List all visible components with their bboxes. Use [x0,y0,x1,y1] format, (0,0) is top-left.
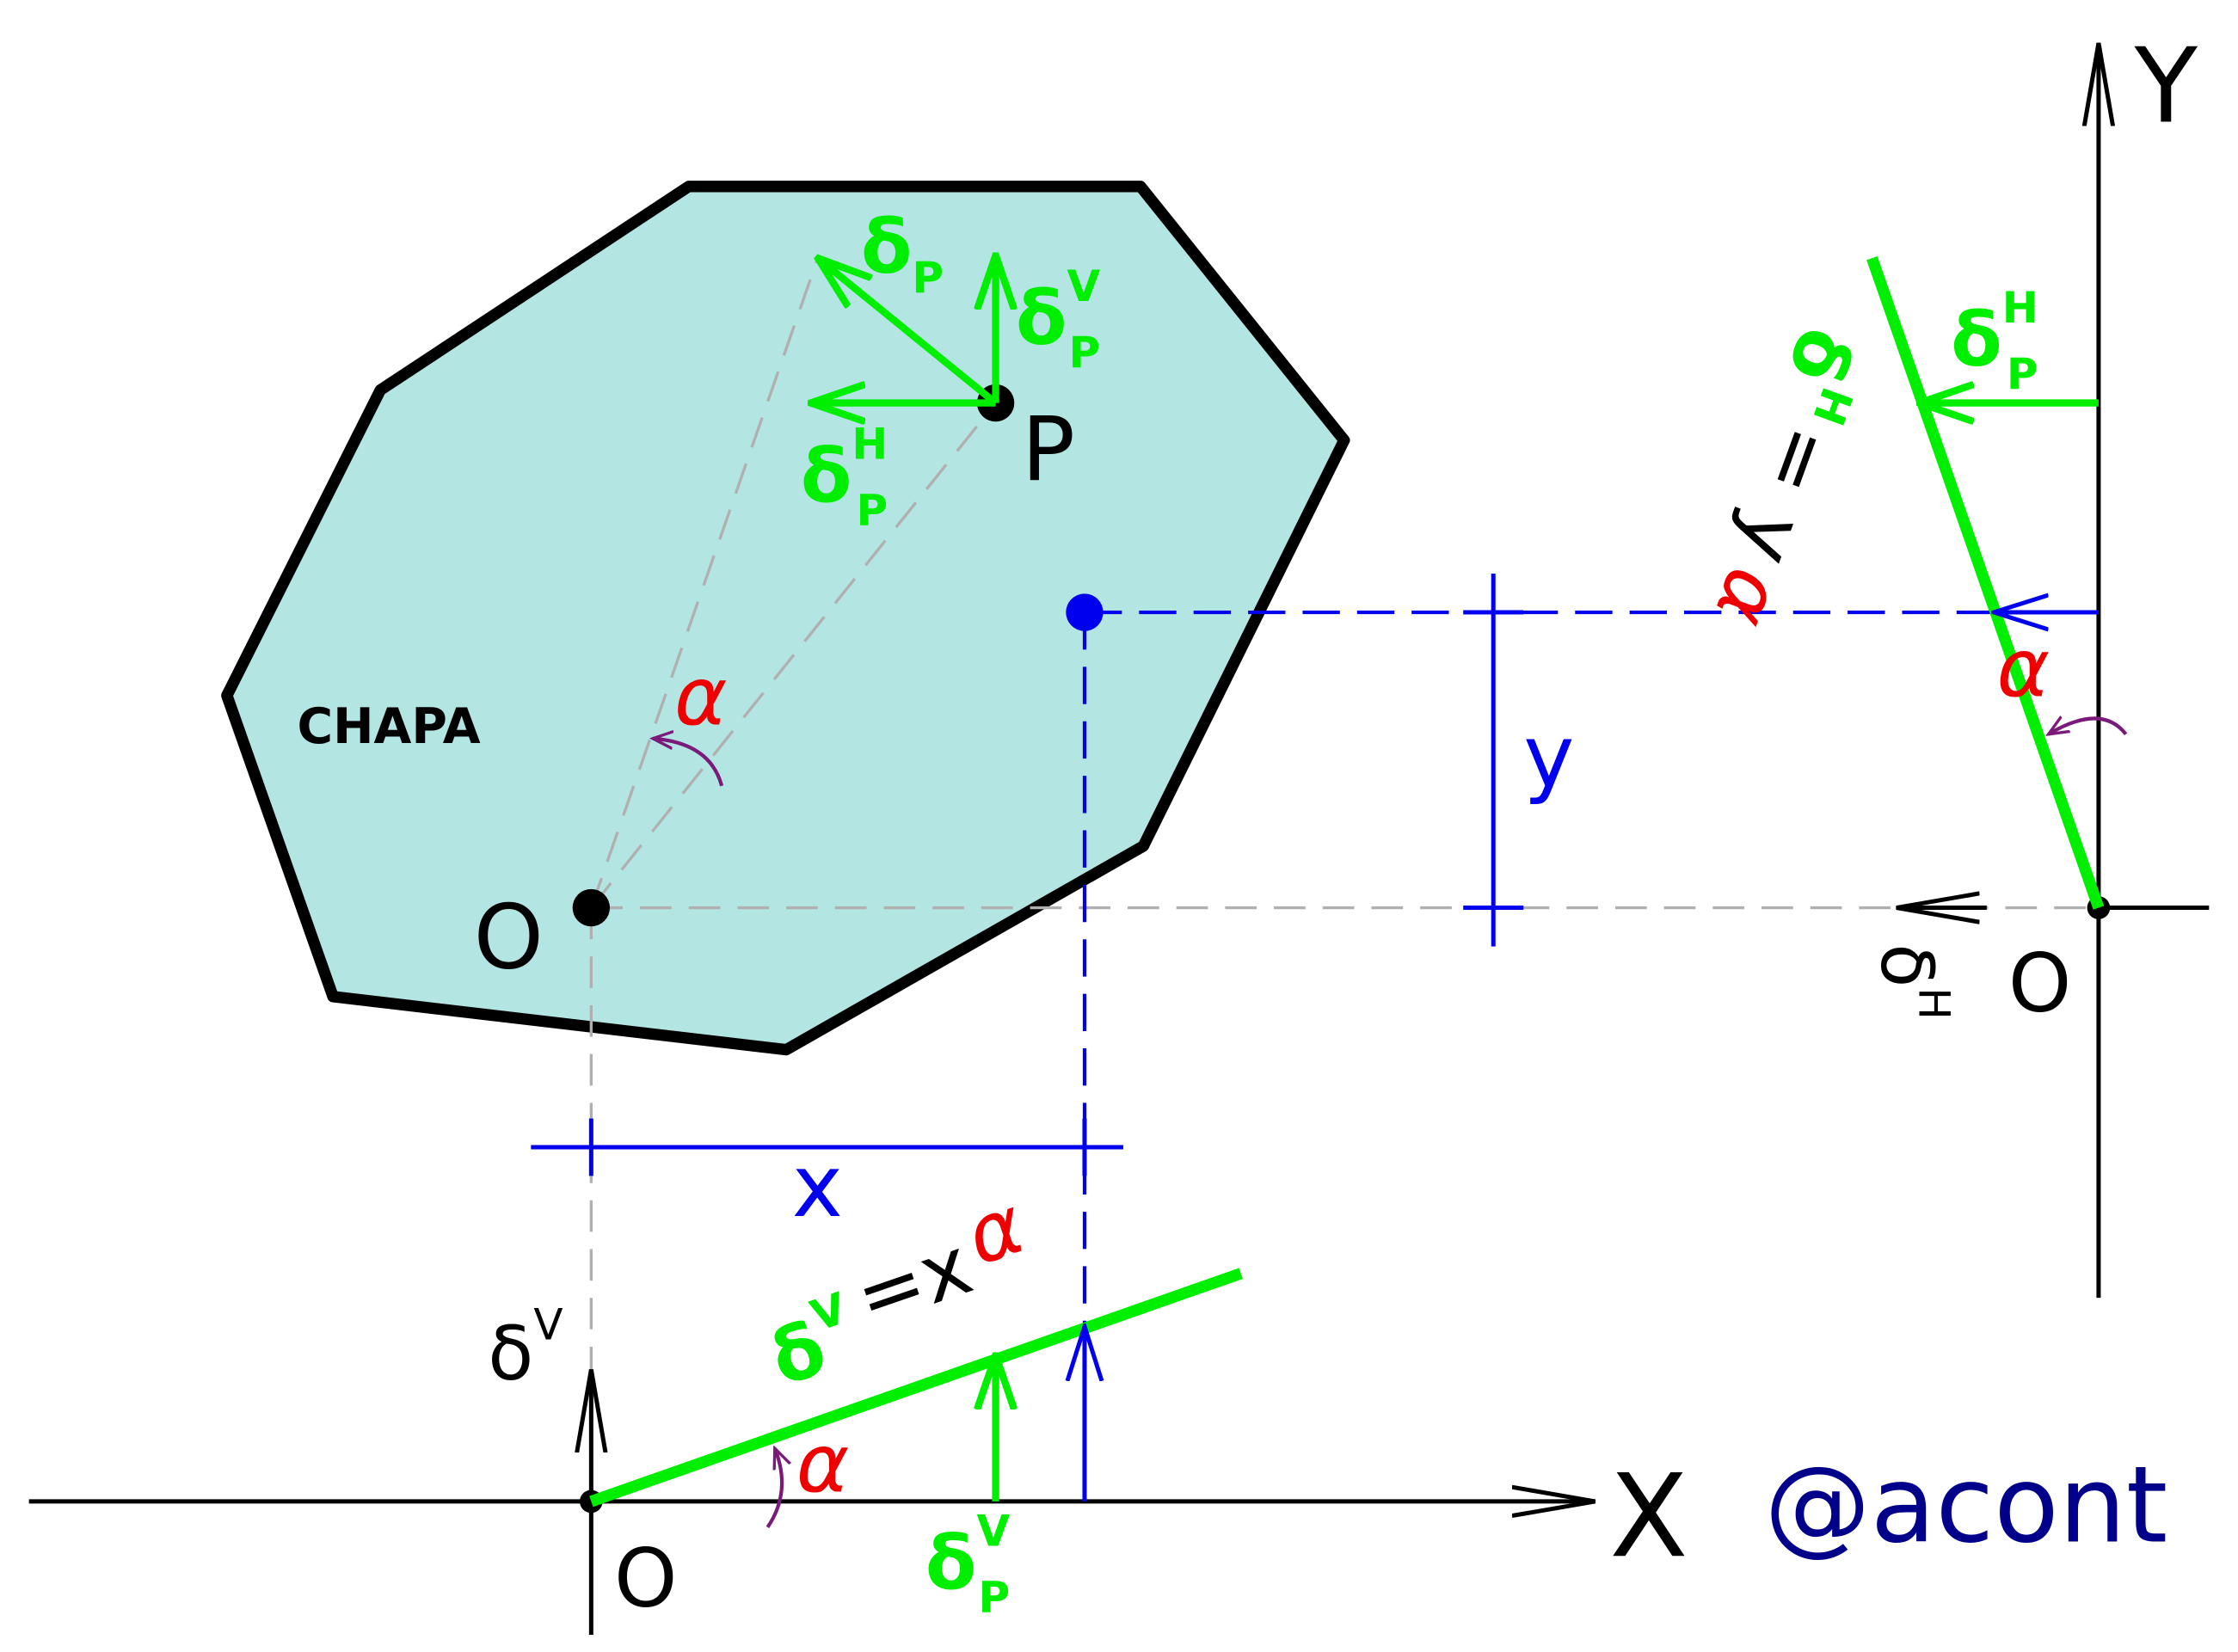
dimension-x-label: x [792,1136,843,1237]
origin-y-axis-label: O [2008,937,2072,1031]
alpha-plate: α [674,650,728,744]
svg-text:δH: δH [1758,316,1880,432]
plate-chapa [221,181,1350,1056]
svg-text:δV: δV [756,1283,868,1403]
plate-label: CHAPA [298,698,481,755]
horizontal-displacement-line [1866,255,2105,910]
delta-p-label: δP [861,205,944,303]
delta-h-equation: δH = y α [1695,316,1880,638]
alpha-bottom: α [796,1417,850,1511]
dimension-y [1463,574,1524,947]
x-axis-label: X [1609,1450,1688,1583]
origin-plate-label: O [474,887,544,990]
displacement-arrows-p [810,255,995,403]
point-blue [1066,593,1104,631]
blue-projection-lines [1082,610,2099,1502]
point-o [572,888,611,927]
origin-x-axis-label: O [614,1532,678,1626]
svg-text:=x: =x [844,1219,983,1346]
delta-v-equation: δV =x α [756,1178,1036,1403]
rotation-arc-right [2049,718,2128,734]
rotation-arc-plate [653,739,724,787]
dimension-y-label: y [1523,706,1574,807]
watermark: @acont [1764,1444,2167,1568]
svg-text:= y: = y [1718,413,1854,577]
point-p-label: P [1022,399,1075,502]
vertical-displacement-line [589,1268,1243,1508]
rotation-arc-bottom [765,1448,782,1529]
delta-v-axis-label: δV [488,1299,563,1397]
delta-h-axis-label: δH [1865,943,1958,1020]
dimension-x [531,1118,1124,1176]
alpha-right: α [1997,622,2050,715]
y-axis-label: Y [2134,28,2198,147]
